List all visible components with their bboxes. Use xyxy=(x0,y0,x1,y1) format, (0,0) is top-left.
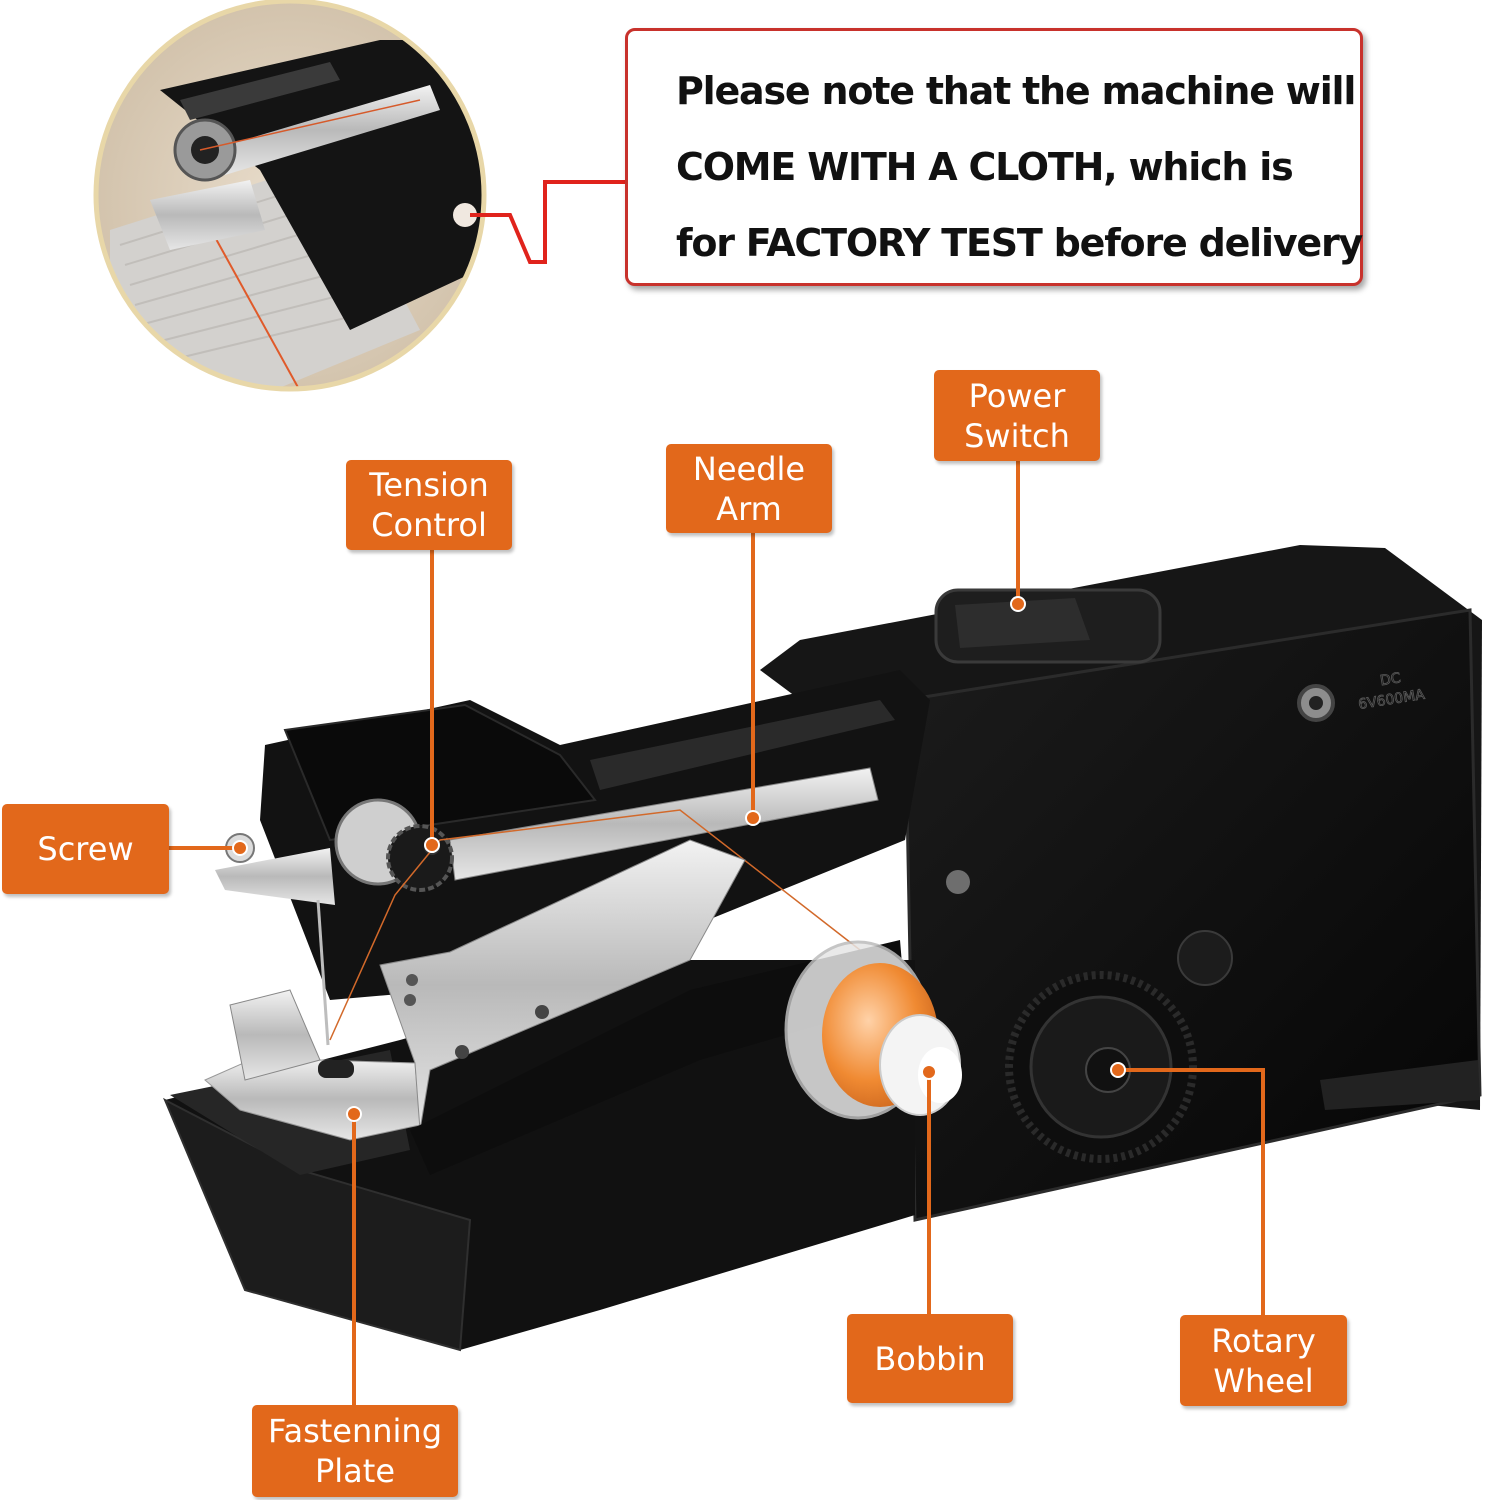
callout-rotary-wheel: Rotary Wheel xyxy=(1180,1315,1347,1406)
callout-bobbin: Bobbin xyxy=(847,1314,1013,1403)
callout-power-switch-line-2: Switch xyxy=(964,416,1070,455)
callout-rotary-wheel-line-1: Rotary xyxy=(1211,1321,1316,1360)
callout-power-switch: Power Switch xyxy=(934,370,1100,461)
notice-line-2: COME WITH A CLOTH, which is xyxy=(676,145,1294,189)
callout-leader-dots xyxy=(232,596,1126,1122)
closeup-inset xyxy=(93,0,487,392)
callout-leader-lines xyxy=(168,461,1265,1406)
machine-body xyxy=(163,545,1482,1352)
callout-tension-control: Tension Control xyxy=(346,460,512,550)
callout-fastening-plate-line-1: Fastenning xyxy=(267,1412,443,1450)
callout-fastening-plate: Fastenning Plate xyxy=(252,1405,458,1497)
notice-line-3: for FACTORY TEST before delivery xyxy=(676,221,1363,265)
callout-needle-arm-line-1: Needle xyxy=(692,449,806,488)
callout-fastening-plate-line-2: Plate xyxy=(314,1452,396,1490)
callout-screw: Screw xyxy=(2,804,169,894)
callout-tension-control-line-1: Tension xyxy=(369,466,489,504)
notice-connector-line xyxy=(470,180,627,264)
callout-rotary-wheel-line-2: Wheel xyxy=(1213,1361,1314,1400)
callout-needle-arm: Needle Arm xyxy=(666,444,832,533)
callout-needle-arm-line-2: Arm xyxy=(716,489,782,528)
callout-power-switch-line-1: Power xyxy=(968,376,1066,415)
notice-line-1: Please note that the machine will xyxy=(676,69,1356,113)
callout-bobbin-line-1: Bobbin xyxy=(874,1339,986,1378)
dc-rating-label: DC xyxy=(1379,670,1402,689)
callout-screw-line-1: Screw xyxy=(37,830,134,868)
callout-tension-control-line-2: Control xyxy=(371,506,487,544)
factory-test-notice: Please note that the machine will COME W… xyxy=(625,28,1363,286)
